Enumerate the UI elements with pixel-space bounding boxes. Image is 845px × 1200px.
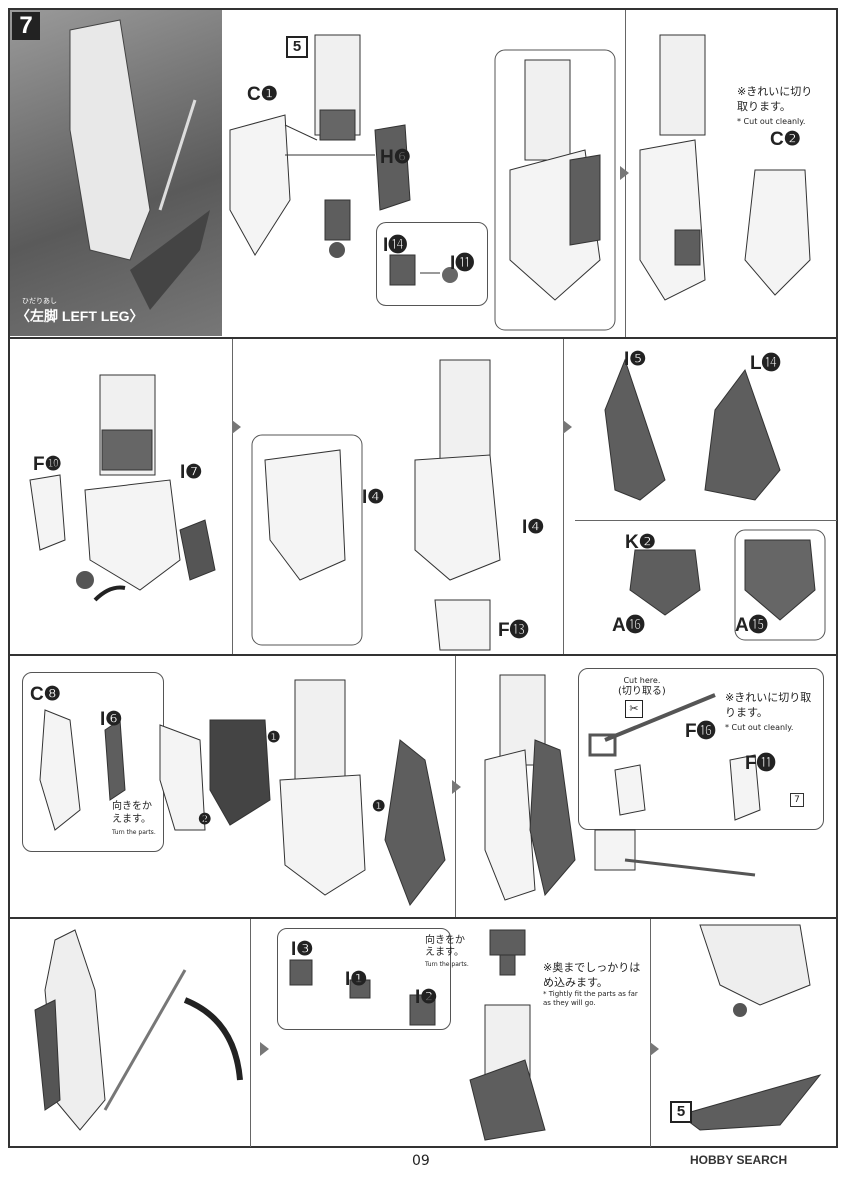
note-jp: ※きれいに切り取ります。	[725, 691, 812, 719]
leg-photo-illustration	[69, 19, 210, 310]
row-divider	[8, 654, 838, 656]
part-label: K❷	[625, 532, 656, 553]
cut-here-note: Cut here.(切り取る)	[618, 675, 666, 697]
part-label: C❽	[30, 684, 61, 705]
note-en: Turn the parts.	[425, 961, 469, 968]
part-label: I❹	[522, 517, 545, 538]
row2-armor-illustration	[604, 358, 826, 641]
step-marker: ❶	[372, 798, 386, 815]
sub-step-ref: 5	[670, 1101, 692, 1123]
row3-result-illustration	[484, 674, 761, 901]
note-en: * Tightly fit the parts as far as they w…	[543, 990, 638, 1007]
part-label: I❷	[415, 987, 438, 1008]
note-en: Cut here.	[623, 676, 661, 685]
next-arrow-icon	[650, 1042, 659, 1056]
title-ruby: ひだりあし	[22, 297, 57, 305]
sub-step-ref: 5	[286, 36, 308, 58]
turn-parts-note: 向きをかえます。 Turn the parts.	[425, 935, 470, 971]
part-label: C❶	[247, 84, 278, 105]
page-number: 09	[412, 1153, 430, 1169]
cut-cleanly-note: ※きれいに切り取ります。 * Cut out cleanly.	[725, 690, 815, 735]
part-label: I⓫	[450, 253, 475, 274]
note-jp: ※奥までしっかりはめ込みます。	[543, 961, 641, 989]
ref-box: 7	[790, 793, 804, 807]
column-divider	[575, 520, 837, 521]
note-jp: (切り取る)	[618, 686, 666, 697]
column-divider	[650, 919, 651, 1147]
page-frame	[8, 8, 838, 1148]
column-divider	[563, 339, 564, 654]
cut-cleanly-note: ※きれいに切り取ります。 * Cut out cleanly.	[737, 84, 817, 129]
part-label: L⓮	[750, 353, 781, 374]
part-label: A⓰	[612, 615, 645, 636]
row3-parts-illustration	[39, 679, 446, 907]
note-jp: ※きれいに切り取ります。	[737, 85, 813, 113]
turn-parts-note: 向きをかえます。 Turn the parts.	[112, 800, 157, 839]
next-arrow-icon	[232, 420, 241, 434]
part-label: I❼	[180, 462, 203, 483]
row4-parts-illustration	[289, 929, 546, 1141]
row1-result-illustration	[639, 34, 811, 301]
part-label: I❶	[345, 969, 368, 990]
note-jp: 向きをかえます。	[425, 935, 465, 958]
part-label: F❿	[33, 454, 62, 475]
part-label: C❷	[770, 129, 801, 150]
next-arrow-icon	[563, 420, 572, 434]
part-label: I❹	[362, 487, 385, 508]
note-jp: 向きをかえます。	[112, 801, 152, 825]
row1-parts-illustration	[229, 34, 616, 331]
column-divider	[232, 339, 233, 654]
row-divider	[8, 337, 838, 339]
row4-result-illustration	[678, 924, 822, 1131]
step-title: 〈左脚 LEFT LEG〉	[16, 308, 144, 324]
step-marker: ❶	[267, 729, 281, 746]
fit-tightly-note: ※奥までしっかりはめ込みます。* Tightly fit the parts a…	[543, 960, 643, 1008]
part-label: I⓮	[383, 235, 408, 256]
step-number: 7	[12, 12, 40, 40]
part-label: F⓰	[685, 721, 716, 742]
part-label: H❻	[380, 147, 411, 168]
part-label: F⓫	[745, 753, 776, 774]
part-label: I❺	[624, 349, 647, 370]
part-label: I❸	[291, 939, 314, 960]
row2-parts-illustration	[29, 359, 501, 651]
step-marker: ❷	[198, 811, 212, 828]
next-arrow-icon	[620, 166, 629, 180]
next-arrow-icon	[260, 1042, 269, 1056]
row4-leg-illustration	[34, 929, 243, 1131]
row-divider	[8, 917, 838, 919]
watermark: HOBBY SEARCH	[690, 1153, 788, 1167]
part-label: I❻	[100, 709, 123, 730]
note-en: * Cut out cleanly.	[737, 117, 806, 126]
joint-parts-illustration	[389, 254, 458, 286]
note-en: * Cut out cleanly.	[725, 723, 794, 732]
next-arrow-icon	[452, 780, 461, 794]
part-label: F⓭	[498, 620, 529, 641]
nipper-icon: ✂	[625, 700, 643, 718]
note-en: Turn the parts.	[112, 829, 156, 836]
column-divider	[250, 919, 251, 1147]
part-label: A⓯	[735, 615, 768, 636]
